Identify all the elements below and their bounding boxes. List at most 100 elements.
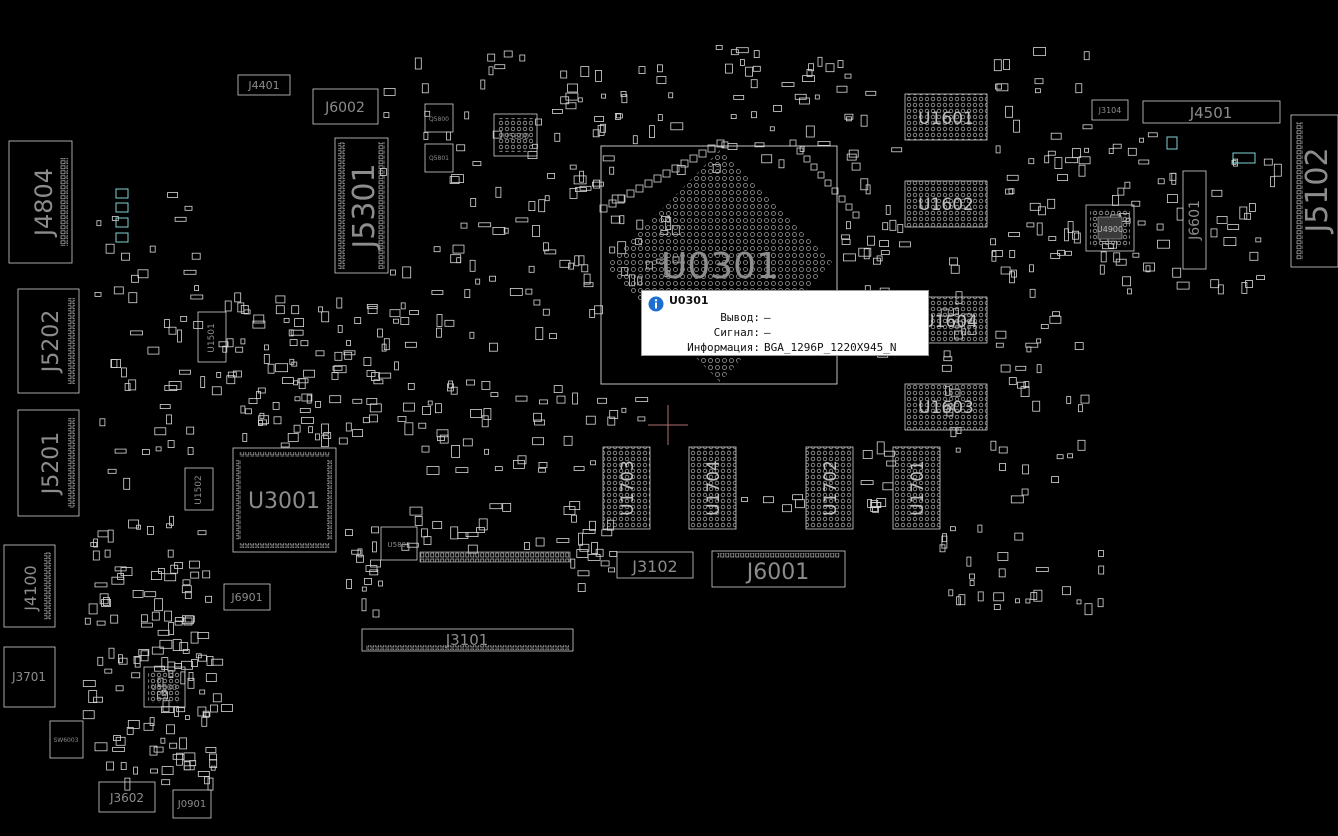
ic-U5801[interactable]: U5801 bbox=[380, 526, 418, 561]
connector-J5201[interactable]: J5201 bbox=[17, 409, 80, 517]
passive-component bbox=[290, 329, 304, 336]
memory-U1701[interactable]: U1701 bbox=[892, 446, 941, 530]
passive-component bbox=[372, 541, 377, 553]
memory-U1703[interactable]: U1703 bbox=[602, 446, 651, 530]
passive-component bbox=[275, 295, 286, 304]
connector-J3602[interactable]: J3602 bbox=[98, 781, 156, 813]
passive-component bbox=[1010, 495, 1024, 504]
passive-component bbox=[212, 693, 222, 703]
connector-J3104[interactable]: J3104 bbox=[1091, 99, 1129, 121]
connector-J0901[interactable]: J0901 bbox=[172, 789, 212, 819]
passive-component bbox=[1072, 148, 1081, 159]
passive-component bbox=[449, 176, 460, 185]
ic-U3600[interactable]: U3600 bbox=[143, 666, 186, 708]
transistor-Q5801[interactable]: Q5801 bbox=[424, 143, 454, 173]
transistor-Q5800[interactable]: Q5800 bbox=[424, 103, 454, 133]
passive-component bbox=[668, 92, 674, 99]
connector-J6601[interactable]: J6601 bbox=[1182, 170, 1207, 270]
passive-component bbox=[88, 603, 98, 615]
memory-U1601[interactable]: U1601 bbox=[904, 93, 988, 141]
passive-component bbox=[402, 402, 415, 412]
passive-component bbox=[601, 529, 613, 537]
passive-component bbox=[977, 591, 984, 602]
passive-component bbox=[103, 597, 110, 606]
memory-U1603[interactable]: U1603 bbox=[904, 383, 988, 431]
passive-component bbox=[569, 501, 581, 511]
connector-J5102[interactable]: J5102 bbox=[1290, 114, 1338, 268]
connector-J6002[interactable]: J6002 bbox=[312, 88, 379, 125]
memory-U1602[interactable]: U1602 bbox=[904, 180, 988, 228]
passive-component bbox=[182, 649, 190, 654]
passive-component bbox=[406, 542, 419, 548]
passive-component bbox=[1227, 224, 1240, 231]
passive-component bbox=[460, 222, 468, 229]
connector-J3701[interactable]: J3701 bbox=[3, 646, 56, 708]
passive-component bbox=[848, 149, 859, 158]
passive-component bbox=[1256, 275, 1265, 281]
connector-J4401[interactable]: J4401 bbox=[237, 74, 291, 96]
passive-component bbox=[852, 211, 860, 219]
memory-U1702[interactable]: U1702 bbox=[805, 446, 854, 530]
passive-component bbox=[948, 589, 954, 597]
label-U1501: U1501 bbox=[207, 323, 217, 353]
passive-component bbox=[889, 219, 897, 231]
ic-U4900[interactable]: U4900 bbox=[1085, 204, 1135, 252]
connector-J6001[interactable]: J6001 bbox=[711, 550, 846, 588]
passive-component bbox=[383, 112, 390, 118]
ic-U1502[interactable]: U1502 bbox=[184, 467, 214, 511]
connector-J3102[interactable]: J3102 bbox=[616, 551, 694, 579]
passive-component bbox=[542, 308, 550, 316]
passive-component bbox=[1211, 189, 1223, 197]
passive-component bbox=[1072, 230, 1079, 240]
passive-component bbox=[253, 314, 265, 324]
connector-J3101[interactable]: J3101 bbox=[361, 628, 574, 652]
passive-component bbox=[635, 184, 644, 193]
passive-component bbox=[1083, 51, 1090, 61]
ic-U3001[interactable]: U3001 bbox=[232, 447, 337, 553]
ic-U5600[interactable]: U5600 bbox=[493, 113, 538, 157]
passive-component bbox=[806, 69, 813, 77]
passive-component bbox=[824, 179, 832, 187]
passive-component bbox=[94, 582, 108, 588]
passive-component bbox=[123, 477, 131, 490]
passive-component bbox=[517, 455, 527, 465]
passive-component bbox=[876, 255, 883, 262]
connector-J4804[interactable]: J4804 bbox=[8, 140, 73, 264]
passive-component bbox=[1034, 78, 1044, 85]
passive-component bbox=[150, 571, 162, 580]
passive-component bbox=[422, 406, 432, 415]
connector-J4501[interactable]: J4501 bbox=[1142, 100, 1281, 124]
passive-component bbox=[138, 649, 150, 656]
connector-J5301[interactable]: J5301 bbox=[334, 137, 389, 274]
passive-component bbox=[462, 438, 473, 447]
passive-component bbox=[716, 139, 725, 148]
connector-J4100[interactable]: J4100 bbox=[3, 544, 56, 628]
passive-component bbox=[107, 468, 117, 474]
passive-component bbox=[574, 255, 580, 267]
passive-component bbox=[168, 326, 177, 335]
passive-component bbox=[1074, 342, 1084, 351]
passive-component bbox=[433, 246, 441, 253]
switch-SW6003[interactable]: SW6003 bbox=[49, 720, 84, 759]
memory-U1704[interactable]: U1704 bbox=[688, 446, 737, 530]
passive-component bbox=[179, 737, 187, 750]
connector-J5202[interactable]: J5202 bbox=[17, 288, 80, 394]
connector-J6901[interactable]: J6901 bbox=[223, 583, 271, 611]
ic-U0301-soc[interactable]: U0301 bbox=[600, 145, 838, 385]
passive-component bbox=[208, 753, 217, 761]
passive-component bbox=[174, 617, 184, 622]
label-J6002: J6002 bbox=[324, 100, 365, 116]
passive-component bbox=[587, 554, 601, 561]
passive-component bbox=[168, 622, 175, 635]
passive-component bbox=[846, 221, 851, 230]
ic-U1501[interactable]: U1501 bbox=[197, 311, 227, 363]
passive-component bbox=[351, 549, 362, 555]
passive-component bbox=[190, 631, 199, 644]
passive-component bbox=[248, 398, 258, 405]
label-U1702: U1702 bbox=[821, 460, 841, 516]
passive-component bbox=[519, 54, 526, 62]
passive-component bbox=[82, 680, 96, 687]
passive-component bbox=[599, 204, 608, 213]
passive-component bbox=[841, 234, 850, 240]
